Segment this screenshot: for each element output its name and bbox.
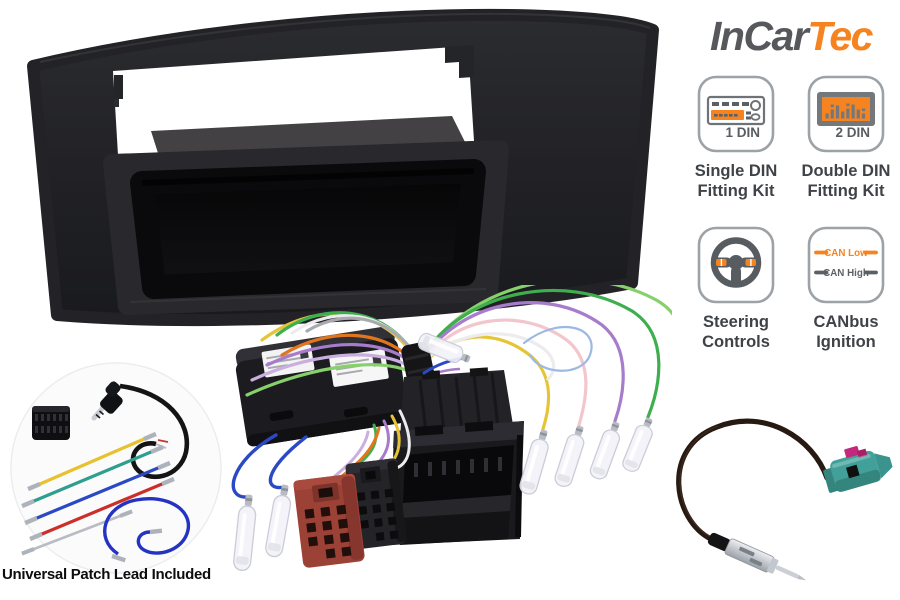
patch-blue-coil (103, 497, 191, 563)
canbus-caption-line1: CANbus (813, 313, 879, 331)
single-din-badge: 1 DIN (725, 125, 760, 140)
single-din-caption-line1: Single DIN (694, 162, 778, 180)
crimp-terminal (552, 422, 590, 490)
crimp-terminal (587, 418, 626, 482)
brand-logo-accent: Tec (807, 13, 873, 59)
feature-double-din: 2 DIN Double DIN Fitting Kit (794, 74, 898, 201)
can-low-label: CAN Low (824, 248, 868, 259)
patch-wires (32, 437, 164, 551)
iso-connector-red (293, 473, 365, 568)
steering-wheel-icon (697, 226, 775, 304)
blue-wires (231, 433, 308, 499)
patch-connector-block (32, 406, 70, 440)
fakra-connector (823, 446, 893, 493)
antenna-adapter-image (676, 418, 893, 581)
facia-frame (27, 8, 659, 327)
patch-wire-terminals (21, 431, 175, 556)
steering-caption-line2: Controls (702, 333, 770, 351)
facia-panel-image (27, 8, 659, 327)
double-din-caption: Double DIN Fitting Kit (802, 161, 891, 201)
antenna-cable (676, 418, 830, 542)
brand-logo: InCarTec (684, 12, 898, 60)
wiring-harness-image (231, 285, 672, 572)
single-din-caption-line2: Fitting Kit (697, 182, 775, 200)
feature-grid: 1 DIN Single DIN Fitting Kit (684, 74, 898, 352)
quadlock-connector (390, 367, 524, 545)
canbus-lines-icon: CAN Low CAN High (807, 226, 885, 304)
crimp-terminal (263, 482, 295, 559)
canbus-interface-box (235, 326, 410, 447)
double-din-caption-line1: Double DIN (801, 162, 891, 180)
double-din-badge: 2 DIN (835, 125, 870, 140)
patch-lead-caption: Universal Patch Lead Included (2, 566, 211, 583)
canbus-caption-line2: Ignition (816, 333, 876, 351)
patch-lead-image (10, 362, 222, 574)
crimp-terminal (620, 414, 659, 475)
single-din-icon: 1 DIN (697, 75, 775, 153)
single-din-caption: Single DIN Fitting Kit (695, 161, 778, 201)
can-high-label: CAN High (823, 268, 869, 279)
steering-caption-line1: Steering (702, 313, 770, 331)
patch-jack-plug (91, 381, 190, 480)
brand-logo-primary: InCar (710, 13, 809, 59)
feature-single-din: 1 DIN Single DIN Fitting Kit (684, 74, 788, 201)
crimp-terminal (232, 493, 259, 572)
din-plug (707, 532, 807, 581)
double-din-caption-line2: Fitting Kit (807, 182, 885, 200)
double-din-icon: 2 DIN (807, 75, 885, 153)
